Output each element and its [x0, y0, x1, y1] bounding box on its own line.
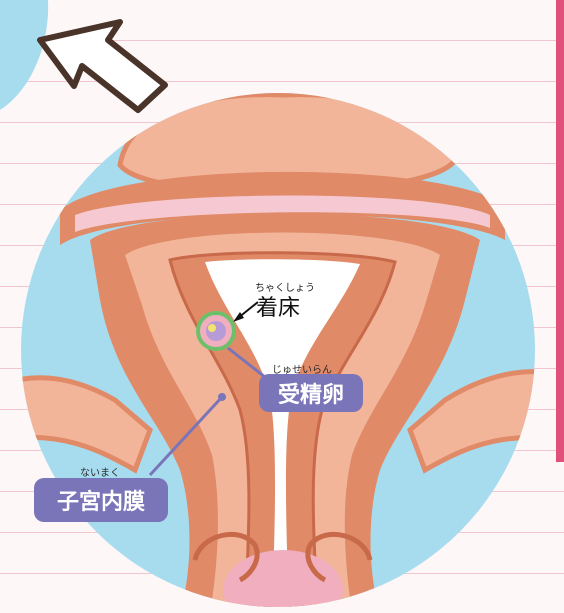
implantation-label: 着床	[256, 290, 300, 322]
previous-panel-circle	[0, 0, 48, 110]
fertilized-egg-label: 受精卵	[259, 374, 363, 412]
endometrium-ruby: ないまく	[80, 464, 120, 479]
egg-icon	[198, 313, 234, 349]
accent-line	[556, 0, 564, 462]
endometrium-label: 子宮内膜	[34, 478, 168, 522]
arrow-icon	[40, 22, 165, 110]
